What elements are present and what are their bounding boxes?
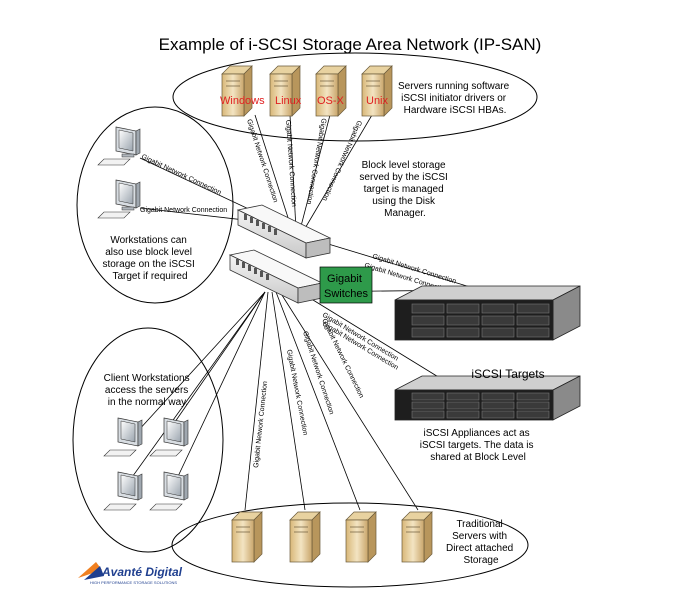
diagram-title: Example of i-SCSI Storage Area Network (… [159,35,542,54]
traditional-servers-note: Traditional Servers with Direct attached… [446,519,516,566]
iscsi-target-2 [394,375,581,421]
os-label-osx: OS-X [317,95,345,107]
client-workstations [103,417,189,511]
logo-tagline: HIGH PERFORMANCE STORAGE SOLUTIONS [90,580,177,585]
top-workstations [97,126,141,219]
server-tower-icon [269,65,301,117]
server-tower-icon [231,511,263,563]
traditional-servers [231,511,433,563]
top-servers-group [172,52,538,142]
workstation-icon [149,471,189,511]
workstations-note: Workstations can also use block level st… [102,235,197,282]
server-tower-icon [401,511,433,563]
link-label: Gigabit Network Connection [321,119,363,202]
link-label: Gigabit Network Connection [284,120,297,208]
workstation-icon [103,417,143,457]
os-label-unix: Unix [366,95,389,107]
link-label: Gigabit Network Connection [140,153,222,196]
link-label: Gigabit Network Connection [253,381,269,469]
workstation-icon [97,126,141,166]
traditional-servers-group [171,502,529,588]
iscsi-target-1 [394,285,581,341]
os-labels: Windows Linux OS-X Unix [220,95,389,107]
server-tower-icon [345,511,377,563]
avante-digital-logo: Avanté Digital HIGH PERFORMANCE STORAGE … [78,562,183,585]
link-label: Gigabit Network Connection [140,207,227,214]
upper-switch [236,204,332,259]
server-tower-icon [221,65,253,117]
iscsi-targets-label: iSCSI Targets [471,367,544,381]
os-label-windows: Windows [220,95,265,107]
switch-label: Gigabit Switches [324,273,369,300]
workstation-icon [103,471,143,511]
logo-mark-icon [78,562,102,578]
server-tower-icon [289,511,321,563]
top-servers-note: Servers running software iSCSI initiator… [398,81,512,116]
switch-label-box [319,266,373,304]
server-tower-icon [361,65,393,117]
top-servers [221,65,393,117]
client-workstations-note: Client Workstations access the servers i… [104,373,193,408]
server-tower-icon [315,65,347,117]
appliances-note: iSCSI Appliances act as iSCSI targets. T… [420,428,537,463]
client-workstations-group [72,327,224,553]
top-workstations-group [76,106,234,304]
os-label-linux: Linux [275,95,302,107]
link-label: Gigabit Network Connection [301,330,335,415]
logo-name: Avanté Digital [101,565,183,579]
link-label: Gigabit Network Connection [285,349,309,436]
link-label: Gigabit Network Connection [245,118,279,203]
block-storage-note: Block level storage served by the iSCSI … [359,160,450,219]
workstation-icon [97,179,141,219]
workstation-icon [149,417,189,457]
link-label: Gigabit Network Connection [305,118,327,205]
